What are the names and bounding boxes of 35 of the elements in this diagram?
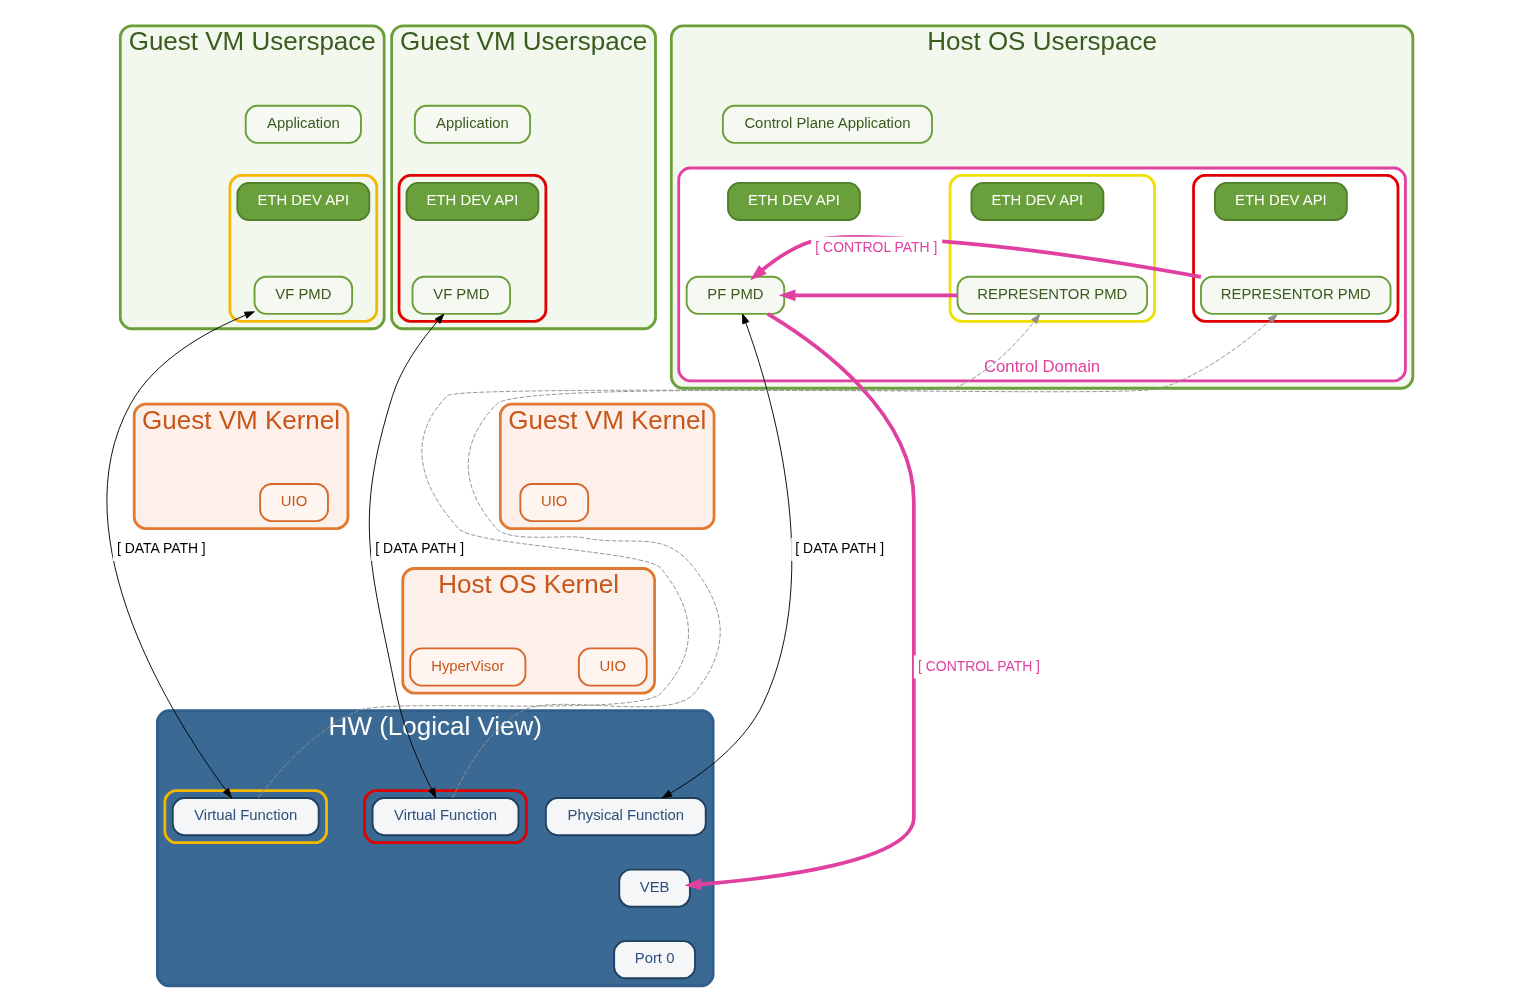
node-box: ETH DEV API [970, 181, 1104, 221]
arrow [661, 313, 792, 799]
node-box: VF PMD [253, 275, 353, 315]
node-box: Application [413, 104, 531, 144]
node-box: Virtual Function [371, 797, 519, 837]
arrow [257, 313, 1040, 799]
node-box: Port 0 [612, 940, 696, 980]
edge-label: [ CONTROL PATH ] [917, 657, 1040, 674]
node-box: HyperVisor [408, 647, 526, 687]
node-box: Control Plane Application [721, 104, 933, 144]
node-box: REPRESENTOR PMD [1199, 275, 1391, 315]
node-box: Physical Function [544, 797, 707, 837]
edge-label: [ DATA PATH ] [794, 540, 884, 557]
arrow [368, 313, 444, 799]
arrow [778, 289, 957, 302]
node-box: REPRESENTOR PMD [956, 275, 1148, 315]
node-box: VF PMD [411, 275, 511, 315]
node-box: Application [244, 104, 362, 144]
node-box: Virtual Function [171, 797, 320, 837]
node-box: UIO [518, 483, 589, 523]
node-box: PF PMD [685, 275, 785, 315]
edge-label: [ DATA PATH ] [374, 540, 464, 557]
node-box: UIO [258, 483, 329, 523]
node-box: UIO [577, 647, 648, 687]
node-box: ETH DEV API [1213, 181, 1348, 221]
arrow [106, 311, 255, 799]
arrow [683, 312, 916, 891]
node-box: ETH DEV API [235, 181, 370, 221]
node-box: ETH DEV API [405, 181, 539, 221]
node-box: ETH DEV API [726, 181, 861, 221]
arrow [451, 313, 1278, 799]
cluster [228, 174, 378, 323]
edge-label: [ CONTROL PATH ] [814, 239, 937, 256]
node-box: VEB [617, 868, 691, 908]
edge-label: [ DATA PATH ] [116, 540, 206, 557]
